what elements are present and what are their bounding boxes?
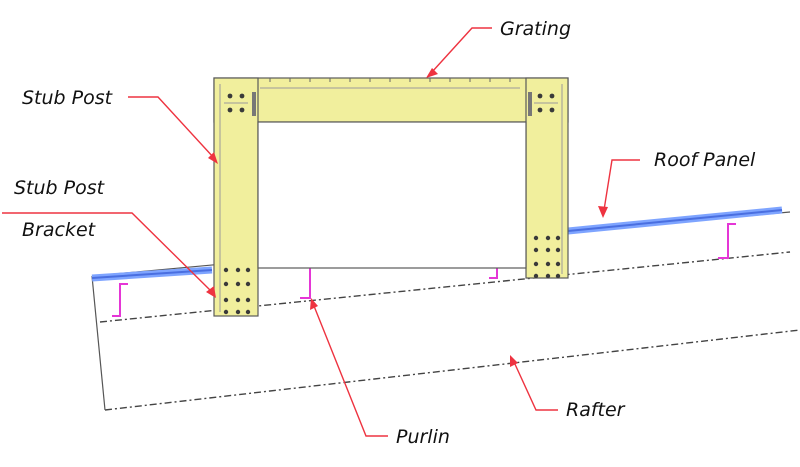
rafter-left-end (91, 275, 106, 411)
bolt-group-top-right (528, 92, 558, 116)
bolt-group-top-left (224, 92, 256, 116)
leader-grating (426, 27, 492, 78)
label-stub-post: Stub Post (22, 87, 114, 109)
bolt-group-bracket-left (223, 267, 251, 315)
label-stub-post-bracket-line1: Stub Post (14, 177, 106, 199)
bolt-group-bracket-right (533, 235, 561, 279)
label-stub-post-bracket-line2: Bracket (22, 219, 97, 241)
purlin-2 (300, 263, 318, 299)
platform-frame (213, 77, 569, 317)
label-rafter: Rafter (566, 399, 626, 421)
rafter (91, 251, 800, 411)
label-grating: Grating (500, 18, 571, 40)
roof-panel-core-3 (567, 209, 783, 232)
platform-opening (257, 121, 527, 269)
leader-stub-post (128, 96, 218, 164)
grating-beam (213, 77, 569, 123)
label-purlin: Purlin (396, 426, 450, 448)
leader-roof-panel (598, 159, 640, 218)
stub-post-right (525, 77, 569, 279)
leader-purlin (310, 298, 388, 437)
rafter-bottom-edge (104, 329, 800, 411)
leader-rafter (510, 355, 558, 411)
purlin-1 (112, 283, 128, 317)
leader-stub-post-bracket (2, 212, 216, 298)
label-roof-panel: Roof Panel (654, 149, 756, 171)
purlin-4 (718, 223, 736, 259)
stub-post-left (213, 77, 259, 317)
